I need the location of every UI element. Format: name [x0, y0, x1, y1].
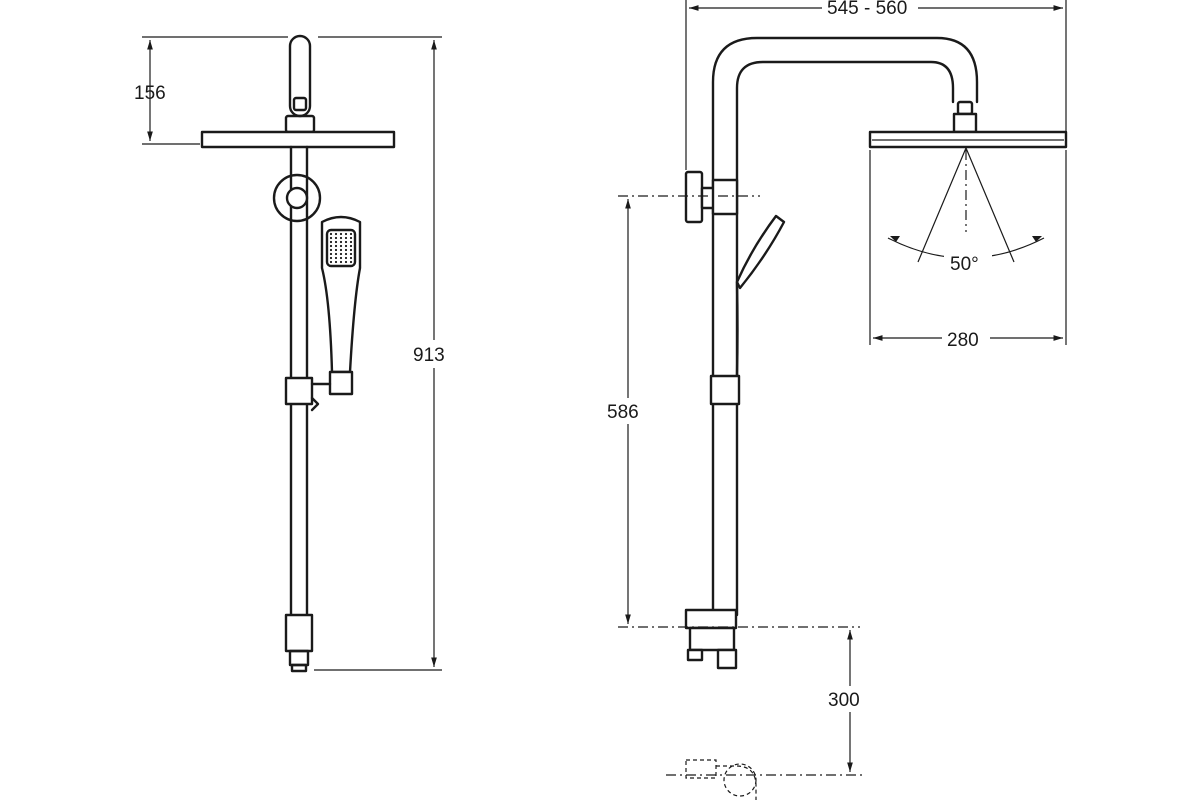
nozzle-dot [339, 236, 343, 240]
dim-holder-height: 586 [607, 402, 639, 423]
nozzle-dot [339, 244, 343, 248]
dim-reach: 545 - 560 [827, 0, 907, 19]
side-dimensions: 545 - 560 280 586 300 [604, 0, 1067, 776]
nozzle-dot [344, 260, 348, 264]
nozzle-dot [329, 240, 333, 244]
nozzle-dot [349, 232, 353, 236]
hand-shower-nozzles [329, 232, 353, 264]
nozzle-dot [349, 236, 353, 240]
nozzle-dot [334, 244, 338, 248]
nozzle-dot [344, 252, 348, 256]
nozzle-dot [344, 240, 348, 244]
nozzle-dot [349, 260, 353, 264]
nozzle-dot [349, 244, 353, 248]
nozzle-dot [344, 256, 348, 260]
nozzle-dot [334, 256, 338, 260]
nozzle-dot [349, 256, 353, 260]
front-dimensions: 156 913 [134, 36, 458, 671]
nozzle-dot [339, 252, 343, 256]
dim-total-height: 913 [413, 345, 445, 366]
side-view [684, 36, 1068, 800]
nozzle-dot [344, 244, 348, 248]
nozzle-dot [329, 252, 333, 256]
nozzle-dot [329, 248, 333, 252]
dim-mount-height: 300 [828, 690, 860, 711]
nozzle-dot [334, 240, 338, 244]
nozzle-dot [349, 248, 353, 252]
nozzle-dot [339, 232, 343, 236]
nozzle-dot [344, 236, 348, 240]
nozzle-dot [334, 252, 338, 256]
dim-head-height: 156 [134, 83, 166, 104]
nozzle-dot [339, 256, 343, 260]
nozzle-dot [349, 240, 353, 244]
nozzle-dot [329, 244, 333, 248]
spray-angle-indicator: 50° [887, 147, 1045, 275]
nozzle-dot [334, 260, 338, 264]
dim-spray-angle: 50° [950, 254, 979, 275]
nozzle-dot [339, 248, 343, 252]
nozzle-dot [329, 256, 333, 260]
nozzle-dot [339, 240, 343, 244]
dim-head-width: 280 [947, 330, 979, 351]
front-view [200, 34, 396, 673]
nozzle-dot [344, 232, 348, 236]
nozzle-dot [349, 252, 353, 256]
nozzle-dot [344, 248, 348, 252]
nozzle-dot [329, 236, 333, 240]
nozzle-dot [334, 236, 338, 240]
nozzle-dot [334, 232, 338, 236]
nozzle-dot [329, 260, 333, 264]
nozzle-dot [339, 260, 343, 264]
nozzle-dot [334, 248, 338, 252]
nozzle-dot [329, 232, 333, 236]
